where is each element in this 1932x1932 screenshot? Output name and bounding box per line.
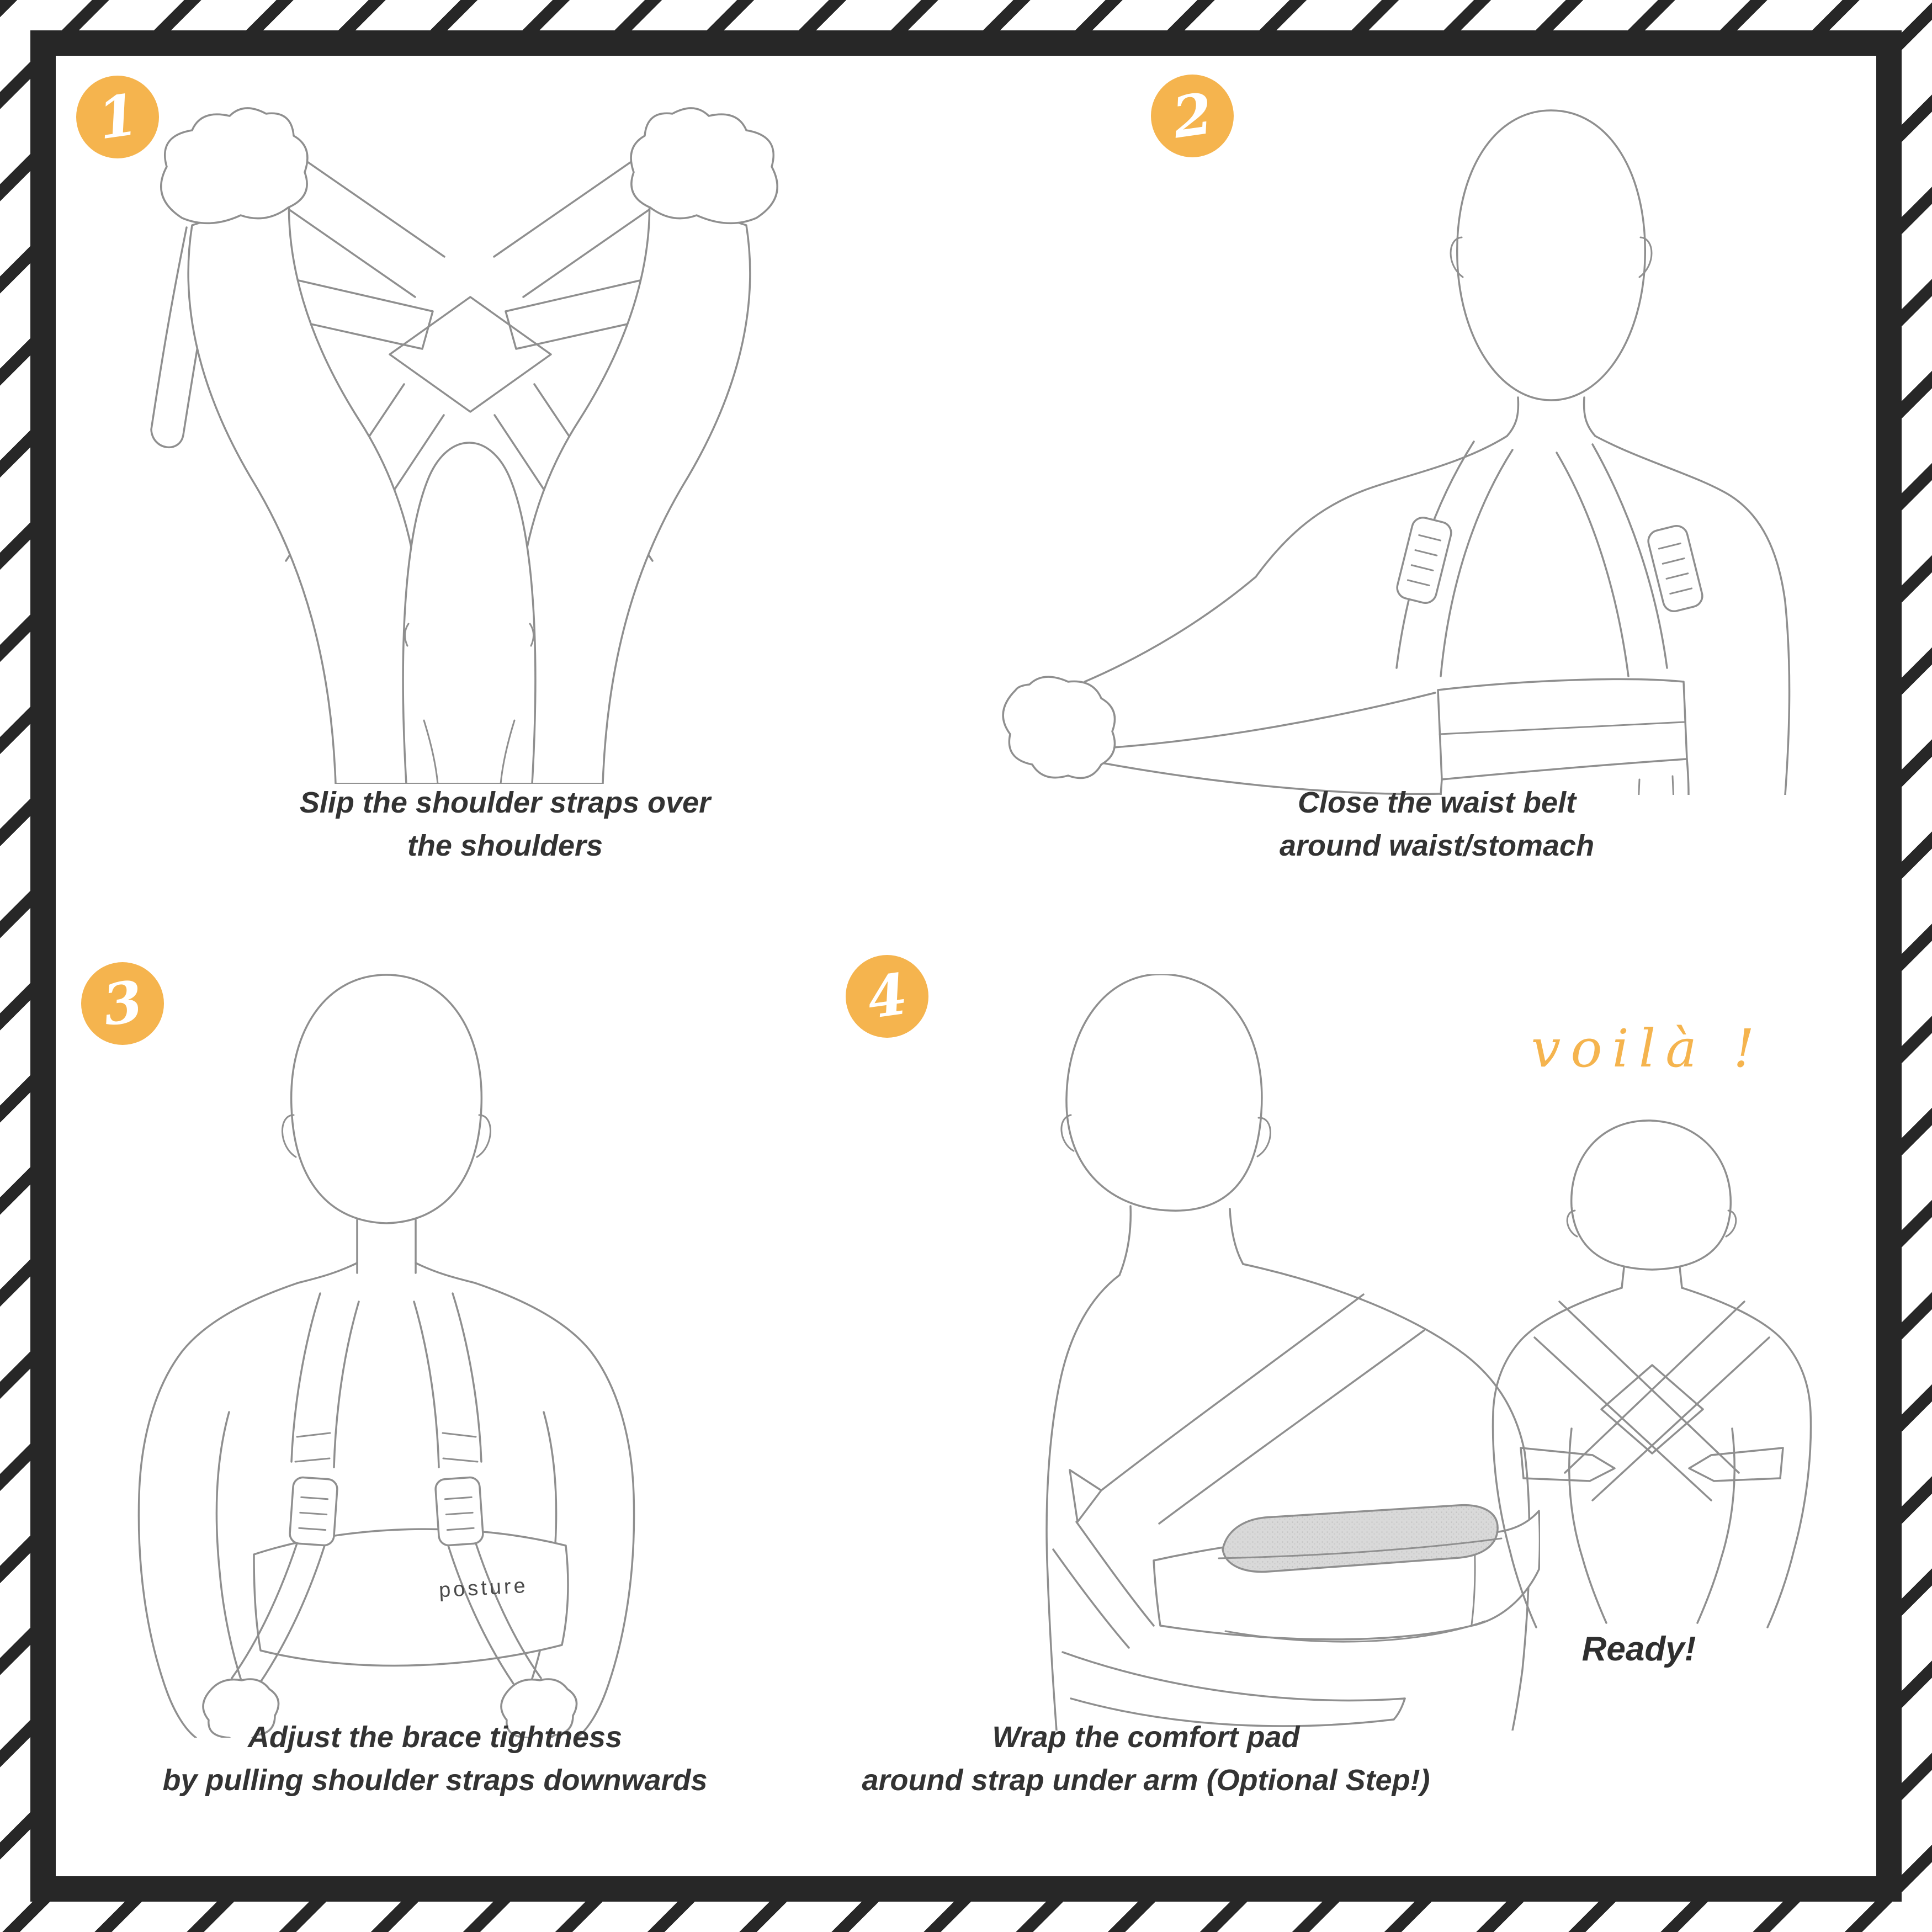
- raised-arms: [160, 107, 778, 784]
- step-3-caption: Adjust the brace tightness by pulling sh…: [49, 1716, 821, 1802]
- extended-arm: [1002, 576, 1442, 795]
- figure-step-4-wrap-pad-illustration: [1045, 974, 1540, 1731]
- step-1-caption: Slip the shoulder straps over the should…: [201, 781, 809, 867]
- step-2-caption-line-1: Close the waist belt: [1297, 786, 1577, 819]
- back-outline: [1045, 1205, 1531, 1731]
- figure-step-1-slip-straps-illustration: [150, 107, 778, 784]
- body-outline: [1492, 1266, 1812, 1628]
- step-3-caption-line-2: by pulling shoulder straps downwards: [162, 1764, 708, 1797]
- right-hand-icon: [500, 1678, 578, 1738]
- left-strap-buckle-icon: [1396, 517, 1452, 604]
- pulling-fist-icon: [1002, 676, 1116, 779]
- right-fist-icon: [630, 107, 778, 225]
- step-4-caption-line-2: around strap under arm (Optional Step!): [862, 1764, 1430, 1797]
- crossed-straps-icon: [1520, 1301, 1784, 1501]
- step-2-caption: Close the waist belt around waist/stomac…: [1133, 781, 1740, 867]
- left-buckle-icon: [289, 1476, 338, 1547]
- right-strap-buckle-icon: [1647, 525, 1703, 612]
- ready-label: Ready!: [1581, 1630, 1696, 1668]
- figure-step-2-close-belt-illustration: [1002, 109, 1791, 795]
- diagonal-strap: [1052, 1293, 1425, 1727]
- step-1-badge: 1: [76, 76, 159, 158]
- step-1-caption-line-2: the shoulders: [407, 829, 603, 862]
- step-2-badge: 2: [1151, 75, 1234, 157]
- step-4-badge: 4: [846, 955, 928, 1038]
- step-1-number: 1: [93, 81, 142, 153]
- head: [282, 974, 491, 1224]
- voila-exclamation: voilà !: [1531, 1018, 1765, 1079]
- comfort-pad-icon: [1218, 1504, 1503, 1573]
- shoulder-straps: [1395, 440, 1703, 677]
- step-4-number: 4: [863, 960, 911, 1032]
- head-back-view: [1060, 974, 1271, 1212]
- head-front-view: [1450, 109, 1653, 401]
- posture-brand-label: posture: [438, 1574, 529, 1602]
- head-back-view: [402, 442, 537, 784]
- step-2-caption-line-2: around waist/stomach: [1279, 829, 1595, 862]
- step-4-caption: Wrap the comfort pad around strap under …: [760, 1716, 1532, 1802]
- figure-result-ready-illustration: [1492, 1119, 1812, 1628]
- step-3-badge: 3: [81, 962, 164, 1045]
- left-fist-icon: [160, 107, 309, 225]
- step-1-caption-line-1: Slip the shoulder straps over: [299, 786, 711, 819]
- step-3-number: 3: [98, 968, 147, 1039]
- head-back-view: [1566, 1119, 1737, 1271]
- chest-belt: [253, 1528, 569, 1667]
- step-2-number: 2: [1168, 80, 1217, 152]
- step-3-caption-line-1: Adjust the brace tightness: [247, 1721, 623, 1754]
- shoulder-straps: [202, 1292, 578, 1738]
- waist-belt: [1437, 678, 1690, 795]
- left-hand-icon: [202, 1678, 280, 1738]
- right-buckle-icon: [434, 1476, 484, 1547]
- figure-step-3-adjust-straps-illustration: [137, 974, 635, 1738]
- step-4-caption-line-1: Wrap the comfort pad: [992, 1721, 1300, 1754]
